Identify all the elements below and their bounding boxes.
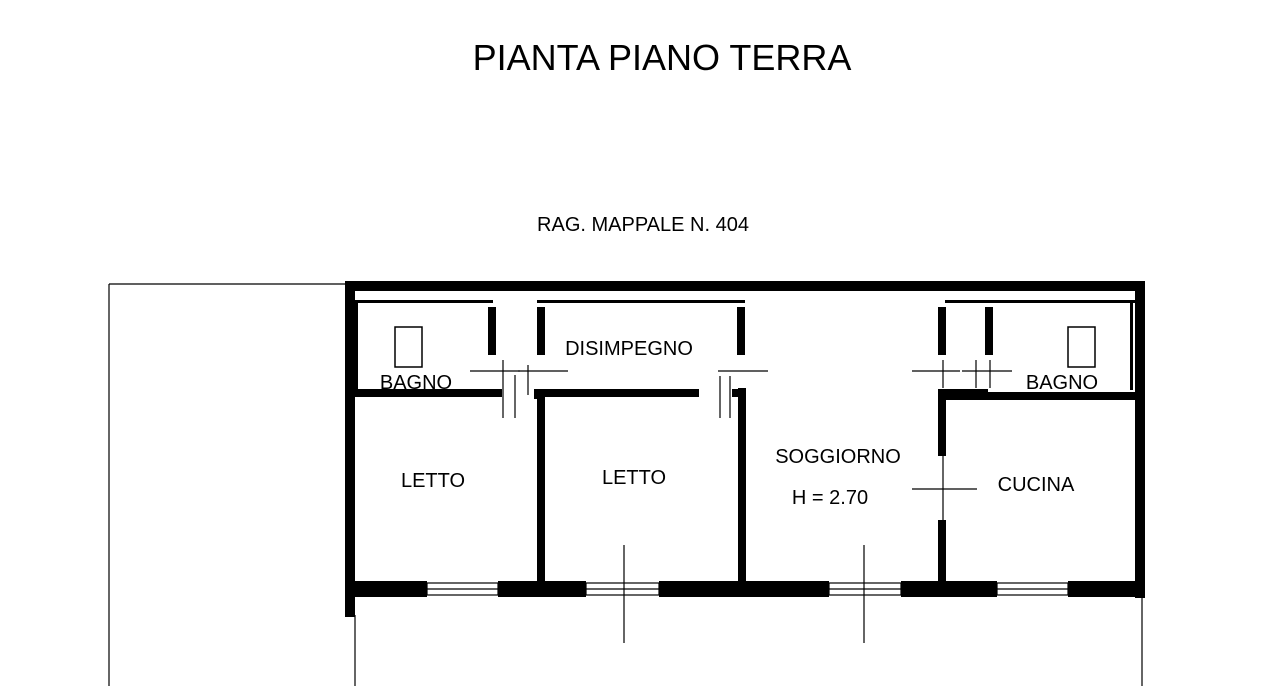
fixtures — [394, 326, 1096, 368]
interior-walls — [355, 300, 1135, 582]
plan-subtitle: RAG. MAPPALE N. 404 — [537, 214, 749, 236]
room-label-soggiorno: SOGGIORNO — [775, 446, 901, 468]
property-boundary — [108, 283, 1143, 686]
room-label-cucina: CUCINA — [998, 474, 1075, 496]
room-label-disimpegno: DISIMPEGNO — [565, 338, 693, 360]
room-label-letto-1: LETTO — [401, 470, 465, 492]
room-label-height: H = 2.70 — [792, 487, 868, 509]
plan-title: PIANTA PIANO TERRA — [473, 37, 852, 78]
room-label-bagno-left: BAGNO — [380, 372, 452, 394]
toilet-fixture-right — [1067, 326, 1096, 368]
exterior-walls — [345, 281, 1145, 617]
room-label-bagno-right: BAGNO — [1026, 372, 1098, 394]
room-label-letto-2: LETTO — [602, 467, 666, 489]
toilet-fixture-left — [394, 326, 423, 368]
door-markers — [470, 360, 1012, 643]
windows — [426, 582, 1069, 596]
